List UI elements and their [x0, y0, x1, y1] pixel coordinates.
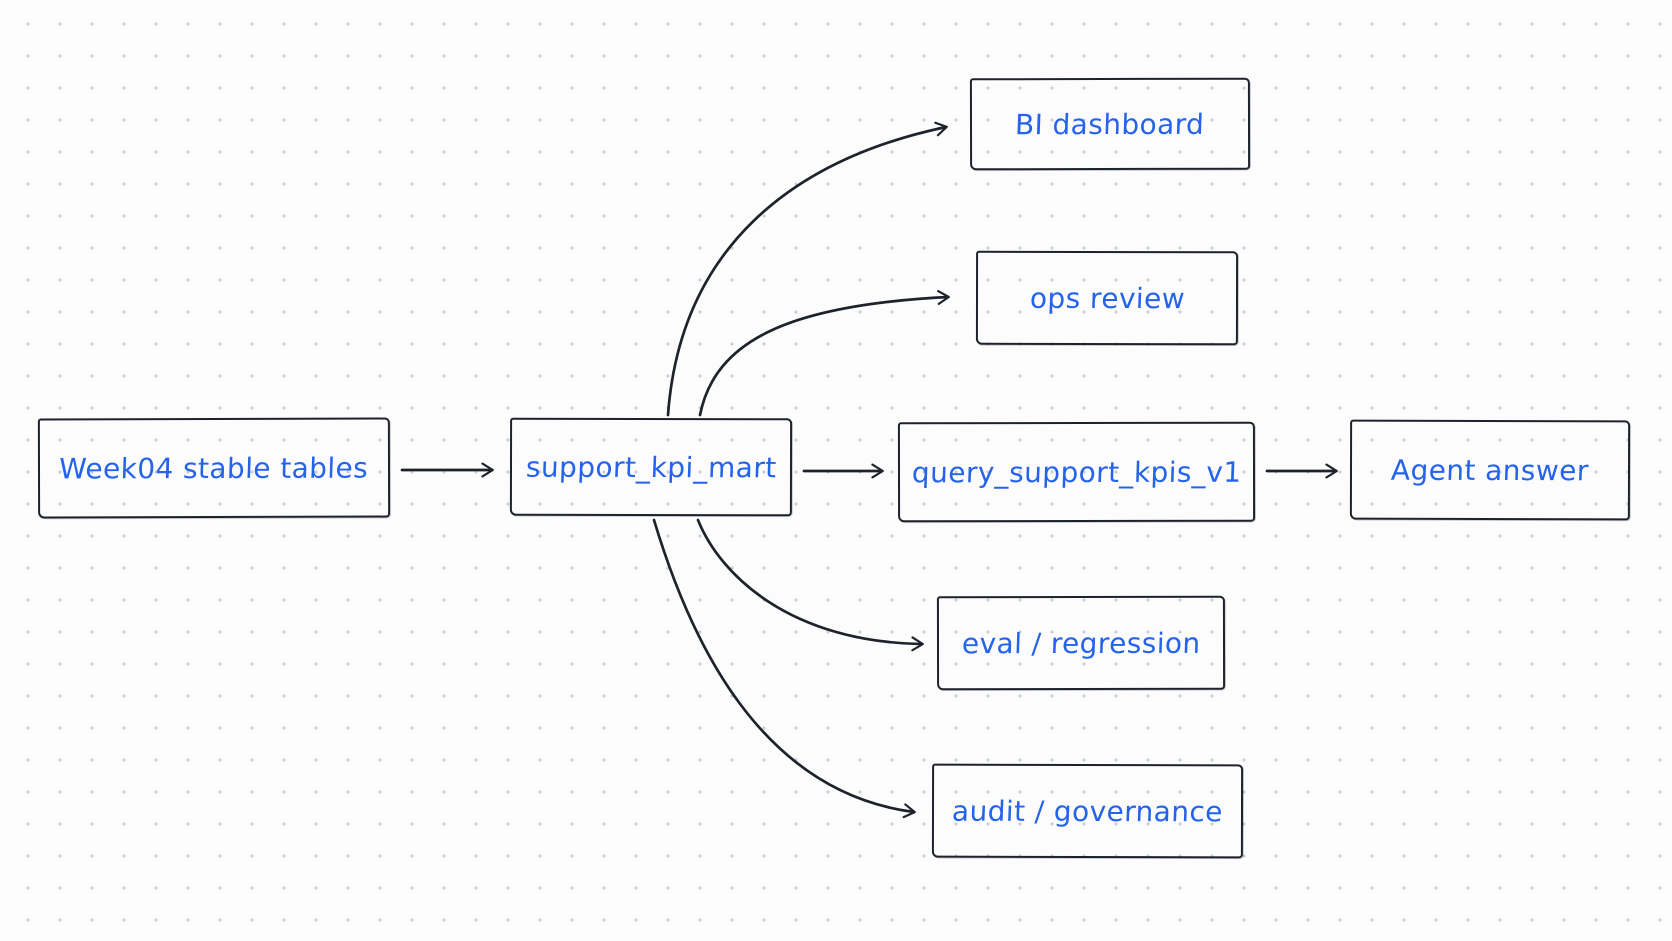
node-label: eval / regression: [961, 626, 1201, 660]
edge-support-to-eval: [696, 518, 924, 652]
edge-support-to-bi-dashboard: [666, 121, 948, 417]
node-support-kpi-mart: support_kpi_mart: [509, 417, 793, 517]
node-eval-regression: eval / regression: [936, 595, 1226, 691]
node-agent-answer: Agent answer: [1349, 419, 1631, 521]
node-label: audit / governance: [951, 794, 1224, 828]
node-query-support-kpis-v1: query_support_kpis_v1: [897, 421, 1256, 523]
node-label: query_support_kpis_v1: [911, 455, 1242, 489]
edge-support-to-ops-review: [698, 290, 950, 417]
node-ops-review: ops review: [975, 250, 1239, 346]
node-bi-dashboard: BI dashboard: [969, 77, 1251, 171]
node-label: BI dashboard: [1014, 107, 1206, 141]
node-label: Week04 stable tables: [58, 451, 370, 485]
node-week04-stable-tables: Week04 stable tables: [37, 417, 391, 519]
node-label: support_kpi_mart: [525, 450, 777, 484]
node-label: Agent answer: [1390, 453, 1590, 487]
node-label: ops review: [1028, 281, 1186, 315]
node-audit-governance: audit / governance: [931, 763, 1244, 859]
edge-support-to-audit: [652, 518, 916, 819]
